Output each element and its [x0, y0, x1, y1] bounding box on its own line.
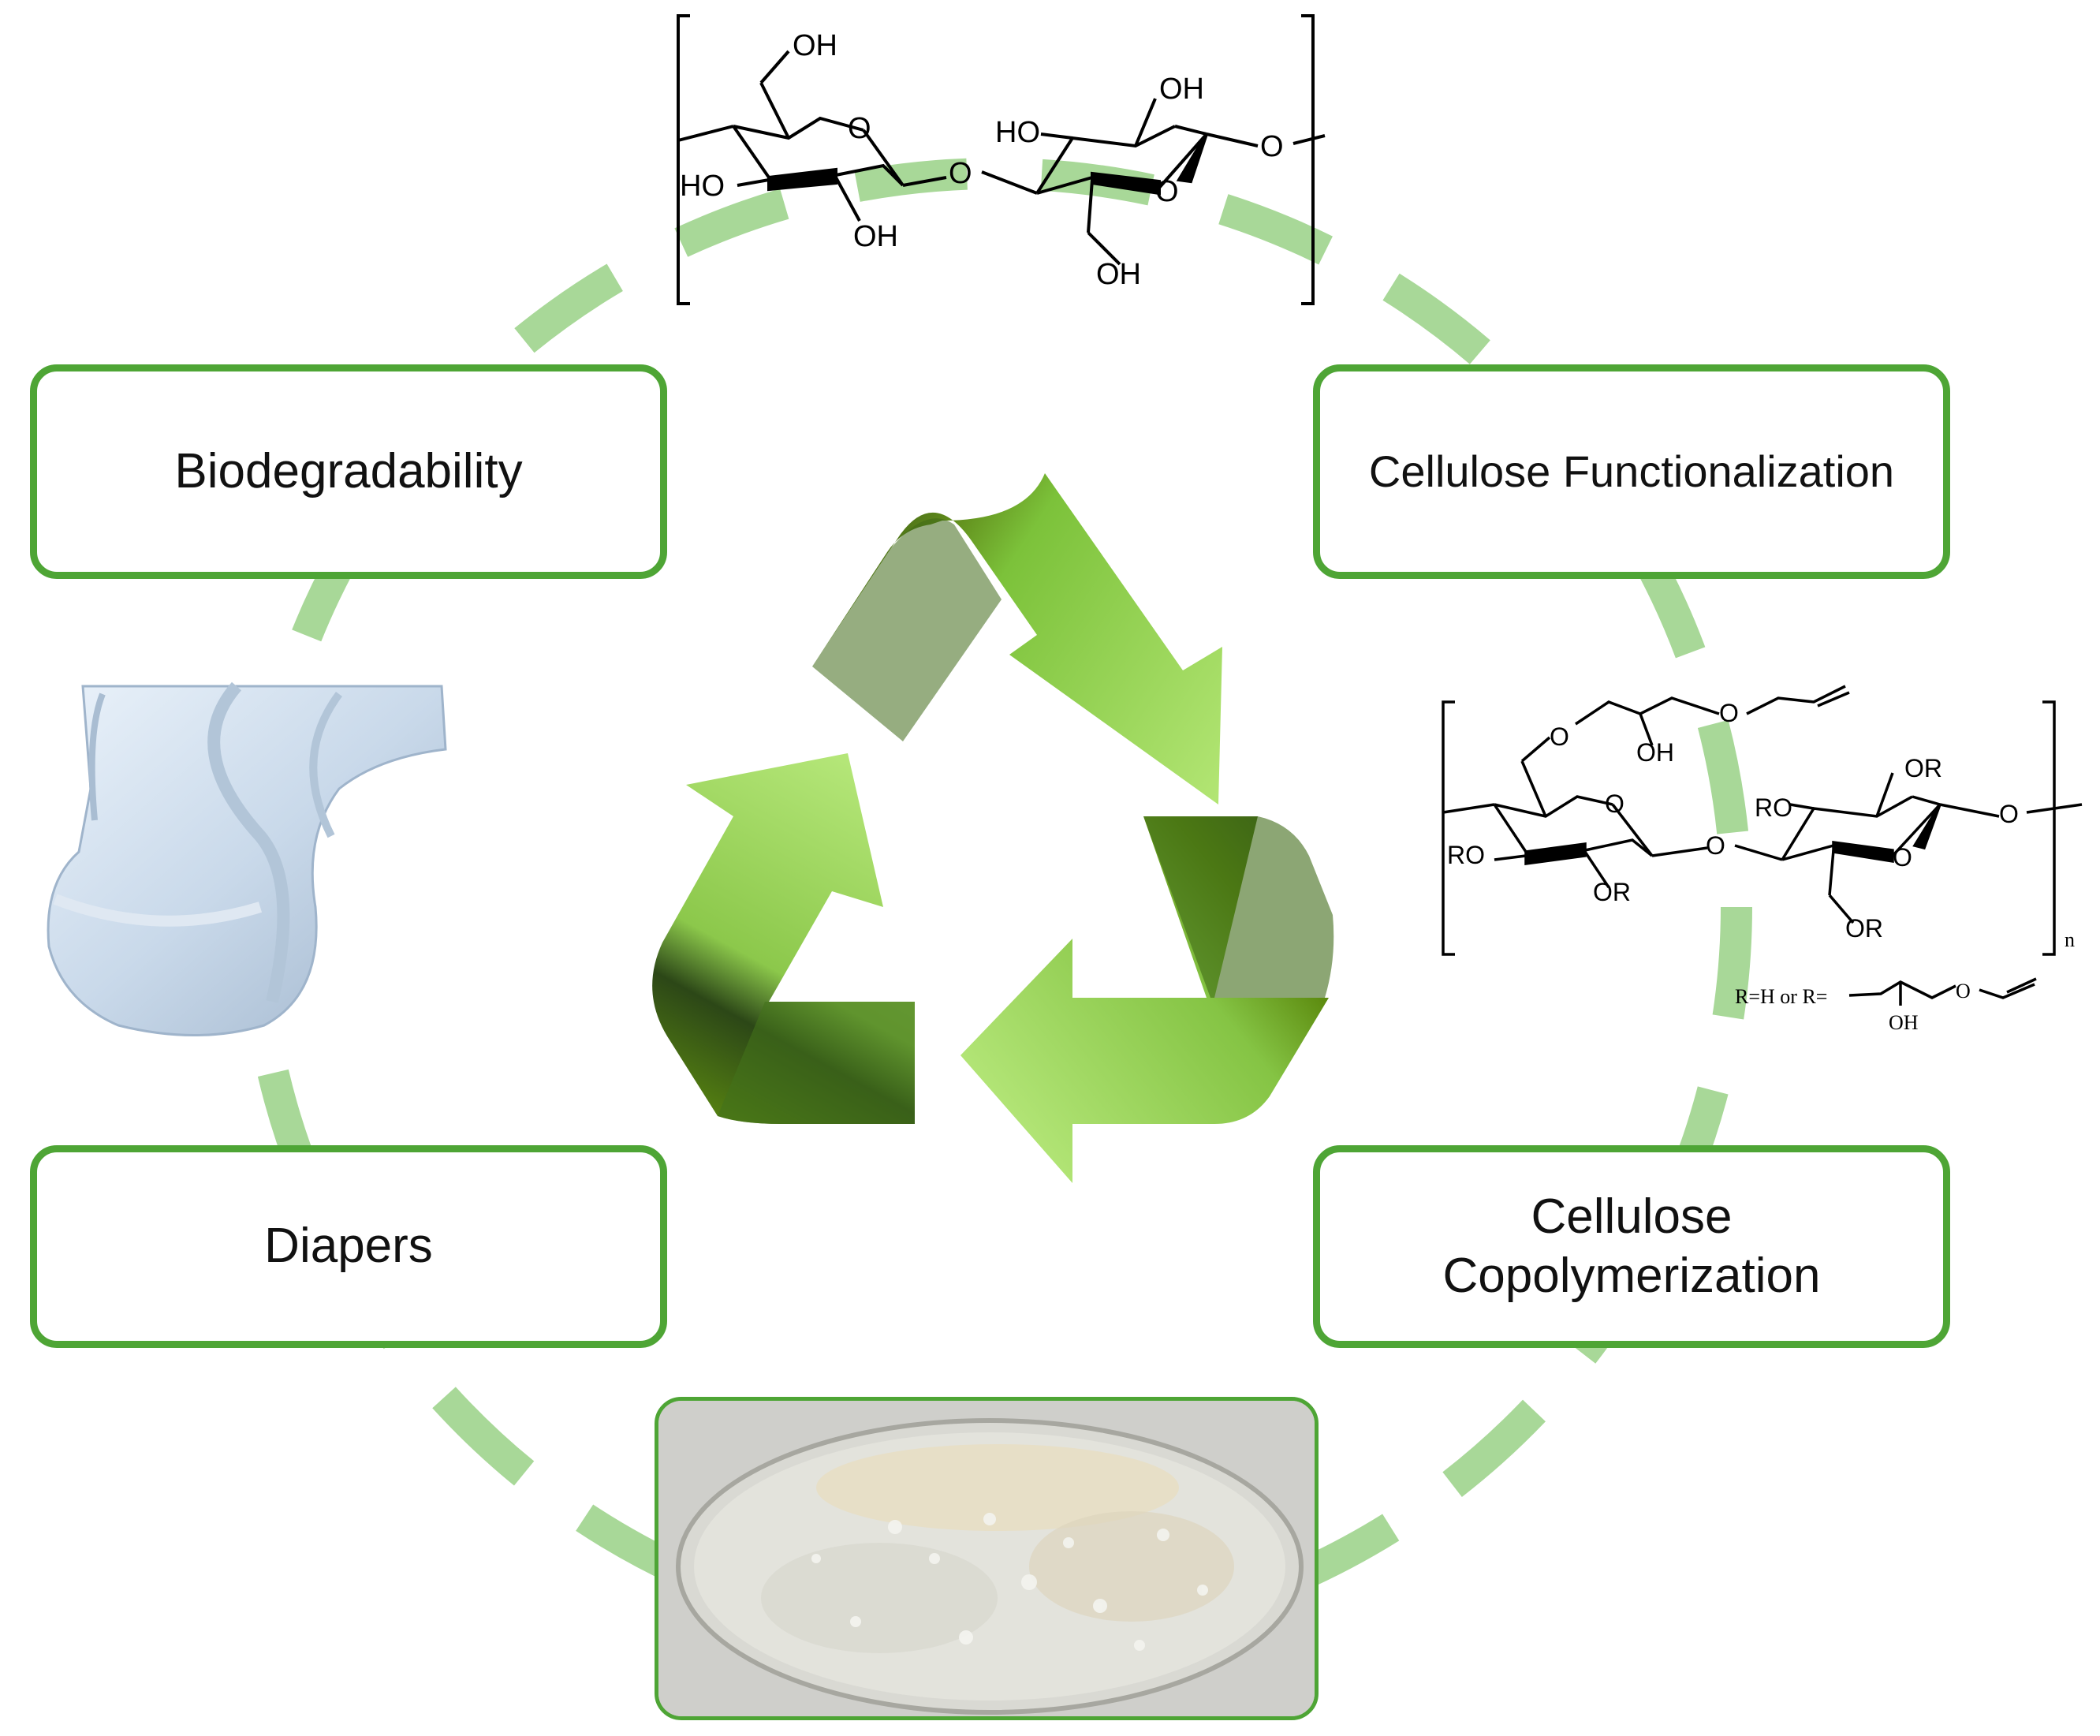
- svg-text:O: O: [1706, 831, 1725, 860]
- repeat-subscript: n: [2065, 928, 2075, 951]
- svg-text:OR: OR: [1904, 754, 1942, 782]
- svg-text:O: O: [1893, 843, 1912, 872]
- svg-text:OR: OR: [1845, 914, 1883, 943]
- diapers-label: Diapers: [264, 1219, 433, 1274]
- copolymerization-box: Cellulose Copolymerization: [1313, 1145, 1950, 1348]
- svg-text:O: O: [848, 112, 871, 145]
- svg-text:OH: OH: [1636, 738, 1674, 767]
- svg-text:O: O: [1550, 722, 1569, 751]
- svg-text:HO: HO: [995, 116, 1040, 149]
- svg-text:OH: OH: [1159, 73, 1204, 106]
- svg-text:OH: OH: [853, 220, 898, 253]
- svg-text:O: O: [1155, 175, 1179, 208]
- copolymerization-label-line2: Copolymerization: [1442, 1248, 1821, 1303]
- svg-text:O: O: [1719, 699, 1739, 727]
- svg-text:O: O: [1999, 800, 2019, 828]
- copolymerization-label-line1: Cellulose: [1531, 1189, 1733, 1245]
- functionalization-box: Cellulose Functionalization: [1313, 364, 1950, 579]
- svg-text:O: O: [1605, 790, 1624, 818]
- svg-text:RO: RO: [1447, 841, 1485, 869]
- biodegradability-box: Biodegradability: [30, 364, 667, 579]
- svg-text:O: O: [1260, 130, 1284, 163]
- r-definition-text: R=H or R=: [1735, 985, 1827, 1008]
- biodegradability-label: Biodegradability: [174, 443, 523, 498]
- svg-text:O: O: [949, 157, 972, 190]
- r-definition-oh: OH: [1889, 1011, 1919, 1034]
- diapers-box: Diapers: [30, 1145, 667, 1348]
- svg-text:HO: HO: [680, 170, 725, 203]
- svg-text:OH: OH: [1096, 258, 1141, 291]
- functionalization-label: Cellulose Functionalization: [1368, 446, 1895, 497]
- svg-text:OH: OH: [793, 29, 837, 62]
- petri-dish-image: [655, 1397, 1319, 1720]
- svg-text:RO: RO: [1755, 793, 1792, 822]
- svg-text:OR: OR: [1593, 878, 1631, 906]
- svg-text:O: O: [1956, 980, 1971, 1002]
